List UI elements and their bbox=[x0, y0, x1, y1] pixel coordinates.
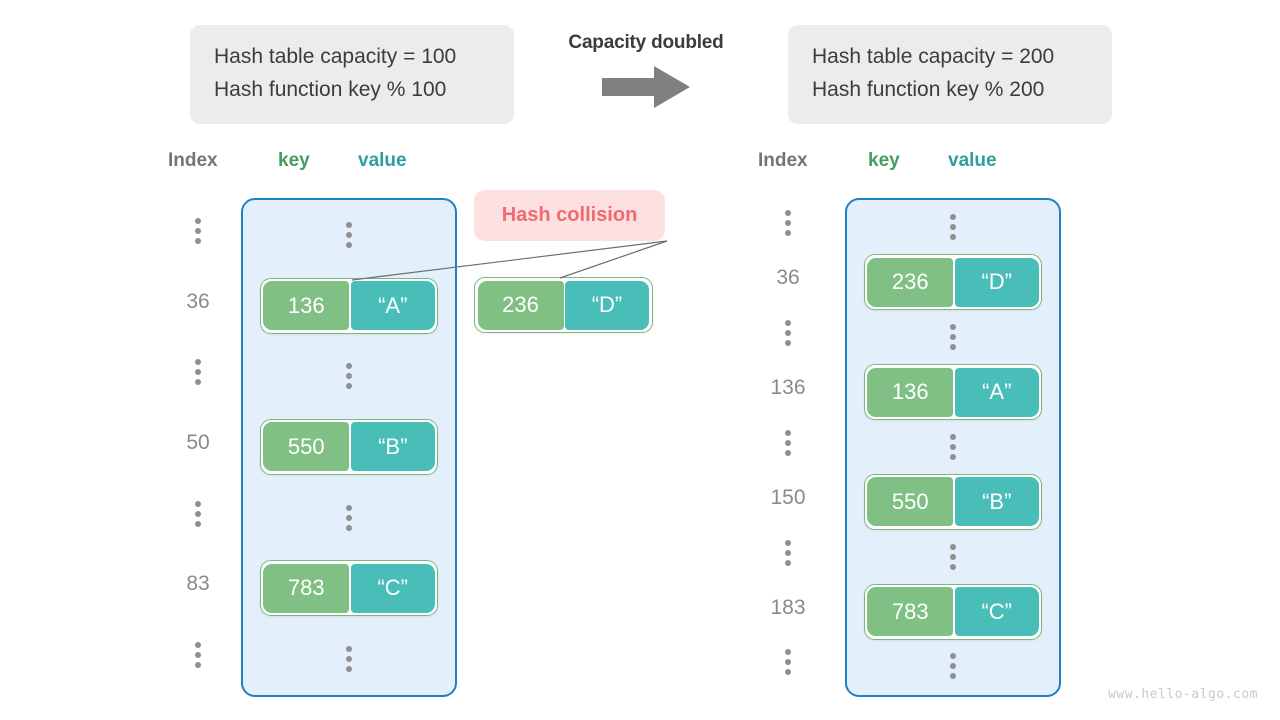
vertical-ellipsis-icon bbox=[785, 429, 791, 456]
vertical-ellipsis-icon bbox=[785, 539, 791, 566]
slot-ellipsis bbox=[847, 639, 1059, 694]
index-ellipsis bbox=[740, 525, 836, 580]
bucket-entry: 783“C” bbox=[847, 583, 1059, 640]
index-column-before: 36 50 83 bbox=[150, 196, 246, 690]
index-ellipsis bbox=[150, 337, 246, 408]
overflow-entry-before: 236 “D” bbox=[474, 277, 653, 333]
right-arrow-icon bbox=[602, 66, 690, 108]
hash-collision-badge: Hash collision bbox=[474, 190, 665, 241]
index-label: 136 bbox=[770, 376, 806, 400]
header-index-after: Index bbox=[758, 150, 808, 171]
slot-ellipsis bbox=[243, 482, 455, 553]
slot-ellipsis bbox=[847, 529, 1059, 584]
entry-value: “D” bbox=[954, 257, 1039, 307]
entry-value: “B” bbox=[954, 477, 1039, 527]
entry-key: 136 bbox=[263, 281, 350, 331]
key-value-pair: 783“C” bbox=[863, 583, 1043, 640]
vertical-ellipsis-icon bbox=[785, 649, 791, 676]
index-label: 183 bbox=[770, 595, 806, 619]
header-value-before: value bbox=[358, 150, 407, 171]
entry-key: 783 bbox=[263, 563, 350, 613]
vertical-ellipsis-icon bbox=[346, 363, 352, 390]
bucket-entry: 550“B” bbox=[847, 473, 1059, 530]
vertical-ellipsis-icon bbox=[195, 359, 201, 386]
info-box-after: Hash table capacity = 200 Hash function … bbox=[788, 25, 1112, 125]
entry-key: 550 bbox=[867, 477, 954, 527]
bucket-entry: 550“B” bbox=[243, 412, 455, 483]
entry-value: “A” bbox=[954, 367, 1039, 417]
entry-value: “A” bbox=[350, 281, 435, 331]
hash-collision-label: Hash collision bbox=[501, 204, 638, 226]
vertical-ellipsis-icon bbox=[950, 324, 956, 351]
key-value-pair: 136“A” bbox=[863, 364, 1043, 421]
index-ellipsis bbox=[740, 306, 836, 361]
capacity-text-after: Hash table capacity = 200 bbox=[812, 45, 1055, 68]
bucket-panel-after: 236“D” 136“A” 550“B” 783“C” bbox=[845, 198, 1061, 697]
entry-value: “C” bbox=[350, 563, 435, 613]
bucket-entry: 236“D” bbox=[847, 254, 1059, 311]
index-label: 36 bbox=[776, 266, 800, 290]
bucket-entry: 136“A” bbox=[847, 364, 1059, 421]
index-label: 83 bbox=[186, 572, 210, 596]
vertical-ellipsis-icon bbox=[950, 214, 956, 241]
bucket-entry: 136“A” bbox=[243, 271, 455, 342]
watermark: www.hello-algo.com bbox=[1108, 687, 1258, 702]
capacity-doubled-label: Capacity doubled bbox=[568, 32, 724, 53]
index-ellipsis bbox=[740, 635, 836, 690]
vertical-ellipsis-icon bbox=[195, 641, 201, 668]
vertical-ellipsis-icon bbox=[346, 504, 352, 531]
index-column-after: 36 136 150 183 bbox=[740, 196, 836, 690]
info-box-before: Hash table capacity = 100 Hash function … bbox=[190, 25, 514, 125]
vertical-ellipsis-icon bbox=[346, 645, 352, 672]
overflow-entry-key: 236 bbox=[477, 280, 564, 330]
entry-value: “B” bbox=[350, 422, 435, 472]
index-label: 150 bbox=[770, 485, 806, 509]
slot-ellipsis bbox=[243, 341, 455, 412]
bucket-panel-before: 136“A” 550“B” 783“C” bbox=[241, 198, 457, 697]
key-value-pair: 550“B” bbox=[863, 473, 1043, 530]
vertical-ellipsis-icon bbox=[785, 320, 791, 347]
header-index-before: Index bbox=[168, 150, 218, 171]
hash-function-text-before: Hash function key % 100 bbox=[214, 77, 447, 101]
capacity-text-before: Hash table capacity = 100 bbox=[214, 45, 457, 68]
entry-key: 236 bbox=[867, 257, 954, 307]
slot-ellipsis bbox=[243, 200, 455, 271]
key-value-pair: 136“A” bbox=[259, 277, 439, 334]
slot-ellipsis bbox=[847, 200, 1059, 255]
slot-ellipsis bbox=[243, 623, 455, 694]
column-headers-before: Index key value bbox=[150, 150, 480, 180]
key-value-pair: 550“B” bbox=[259, 418, 439, 475]
header-key-after: key bbox=[868, 150, 900, 171]
entry-key: 136 bbox=[867, 367, 954, 417]
key-value-pair: 783“C” bbox=[259, 560, 439, 617]
index-label: 50 bbox=[186, 430, 210, 454]
index-ellipsis bbox=[150, 619, 246, 690]
capacity-doubled-group: Capacity doubled bbox=[548, 32, 744, 108]
hash-function-text-after: Hash function key % 200 bbox=[812, 77, 1045, 101]
vertical-ellipsis-icon bbox=[195, 218, 201, 245]
bucket-entry: 783“C” bbox=[243, 553, 455, 624]
header-value-after: value bbox=[948, 150, 997, 171]
column-headers-after: Index key value bbox=[740, 150, 1070, 180]
vertical-ellipsis-icon bbox=[950, 433, 956, 460]
key-value-pair: 236“D” bbox=[863, 254, 1043, 311]
overflow-entry-value: “D” bbox=[565, 280, 649, 330]
slot-ellipsis bbox=[847, 310, 1059, 365]
index-label: 36 bbox=[186, 289, 210, 313]
entry-value: “C” bbox=[954, 587, 1039, 637]
vertical-ellipsis-icon bbox=[346, 222, 352, 249]
vertical-ellipsis-icon bbox=[950, 543, 956, 570]
vertical-ellipsis-icon bbox=[195, 500, 201, 527]
index-ellipsis bbox=[150, 196, 246, 267]
index-ellipsis bbox=[740, 416, 836, 471]
vertical-ellipsis-icon bbox=[950, 653, 956, 680]
entry-key: 783 bbox=[867, 587, 954, 637]
index-ellipsis bbox=[740, 196, 836, 251]
index-ellipsis bbox=[150, 478, 246, 549]
entry-key: 550 bbox=[263, 422, 350, 472]
slot-ellipsis bbox=[847, 420, 1059, 475]
vertical-ellipsis-icon bbox=[785, 210, 791, 237]
header-key-before: key bbox=[278, 150, 310, 171]
